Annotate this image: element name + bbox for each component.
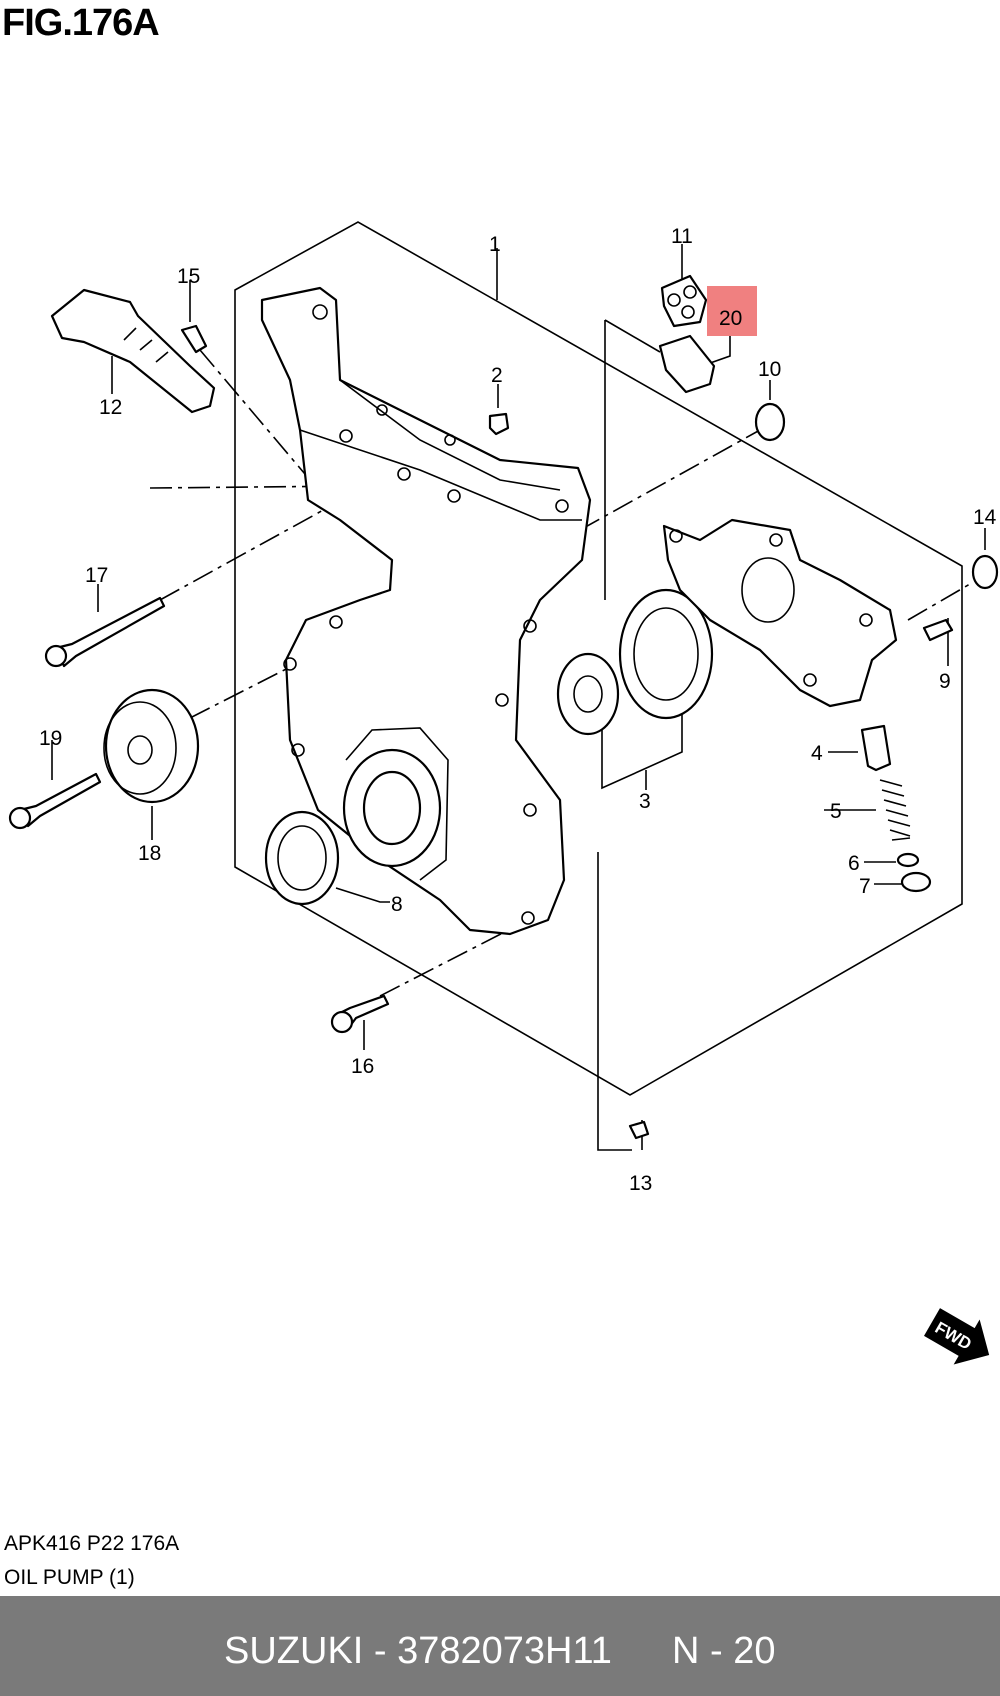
diagram-name: OIL PUMP (1) [4, 1566, 135, 1589]
diagram-code: APK416 P22 176A [4, 1532, 180, 1555]
oil-control-valve [50, 288, 216, 414]
callout-19[interactable]: 19 [39, 727, 62, 750]
callout-9[interactable]: 9 [939, 670, 951, 693]
small-bolt-9 [922, 618, 954, 642]
assembly-frame [234, 221, 963, 1096]
pump-subframe [604, 319, 661, 600]
o-ring-10 [754, 402, 786, 442]
callout-11[interactable]: 11 [671, 225, 693, 248]
oil-pump-body [662, 518, 898, 708]
figure-title: FIG.176A [2, 2, 160, 44]
footer-bar: SUZUKI - 3782073H11 N - 20 [0, 1596, 1000, 1696]
callout-4[interactable]: 4 [811, 742, 823, 765]
nut [488, 412, 510, 436]
callout-5[interactable]: 5 [830, 800, 842, 823]
callout-6[interactable]: 6 [848, 852, 860, 875]
callout-20-highlight [707, 286, 757, 336]
small-bolt-15 [180, 324, 208, 354]
footer-part-number: SUZUKI - 3782073H11 [224, 1630, 612, 1672]
spring-retainer [896, 852, 920, 868]
oil-pressure-sensor [658, 334, 716, 394]
callout-12[interactable]: 12 [99, 396, 122, 419]
crank-oil-seal [264, 810, 340, 906]
o-ring-14 [971, 554, 999, 590]
relief-spring [879, 779, 911, 841]
callout-13[interactable]: 13 [629, 1172, 652, 1195]
callout-2[interactable]: 2 [491, 364, 503, 387]
callout-15[interactable]: 15 [177, 265, 200, 288]
callout-20[interactable]: 20 [719, 307, 742, 330]
callout-16[interactable]: 16 [351, 1055, 374, 1078]
callout-8[interactable]: 8 [391, 893, 403, 916]
callout-10[interactable]: 10 [758, 358, 781, 381]
callout-18[interactable]: 18 [138, 842, 161, 865]
callout-3[interactable]: 3 [639, 790, 651, 813]
fwd-arrow-icon: FWD [924, 1308, 990, 1365]
dowel-pin [628, 1120, 650, 1140]
bolt-19 [18, 772, 102, 828]
relief-valve [860, 724, 892, 772]
subframe-bottom [597, 852, 632, 1151]
snap-ring [900, 871, 932, 893]
callout-1[interactable]: 1 [489, 233, 501, 256]
timing-chain-cover [260, 286, 592, 936]
long-bolt-17 [54, 596, 166, 668]
inner-rotor [556, 652, 620, 736]
callout-14[interactable]: 14 [973, 506, 997, 529]
footer-page-ref: N - 20 [672, 1630, 776, 1672]
callout-7[interactable]: 7 [859, 875, 871, 898]
callout-17[interactable]: 17 [85, 564, 108, 587]
